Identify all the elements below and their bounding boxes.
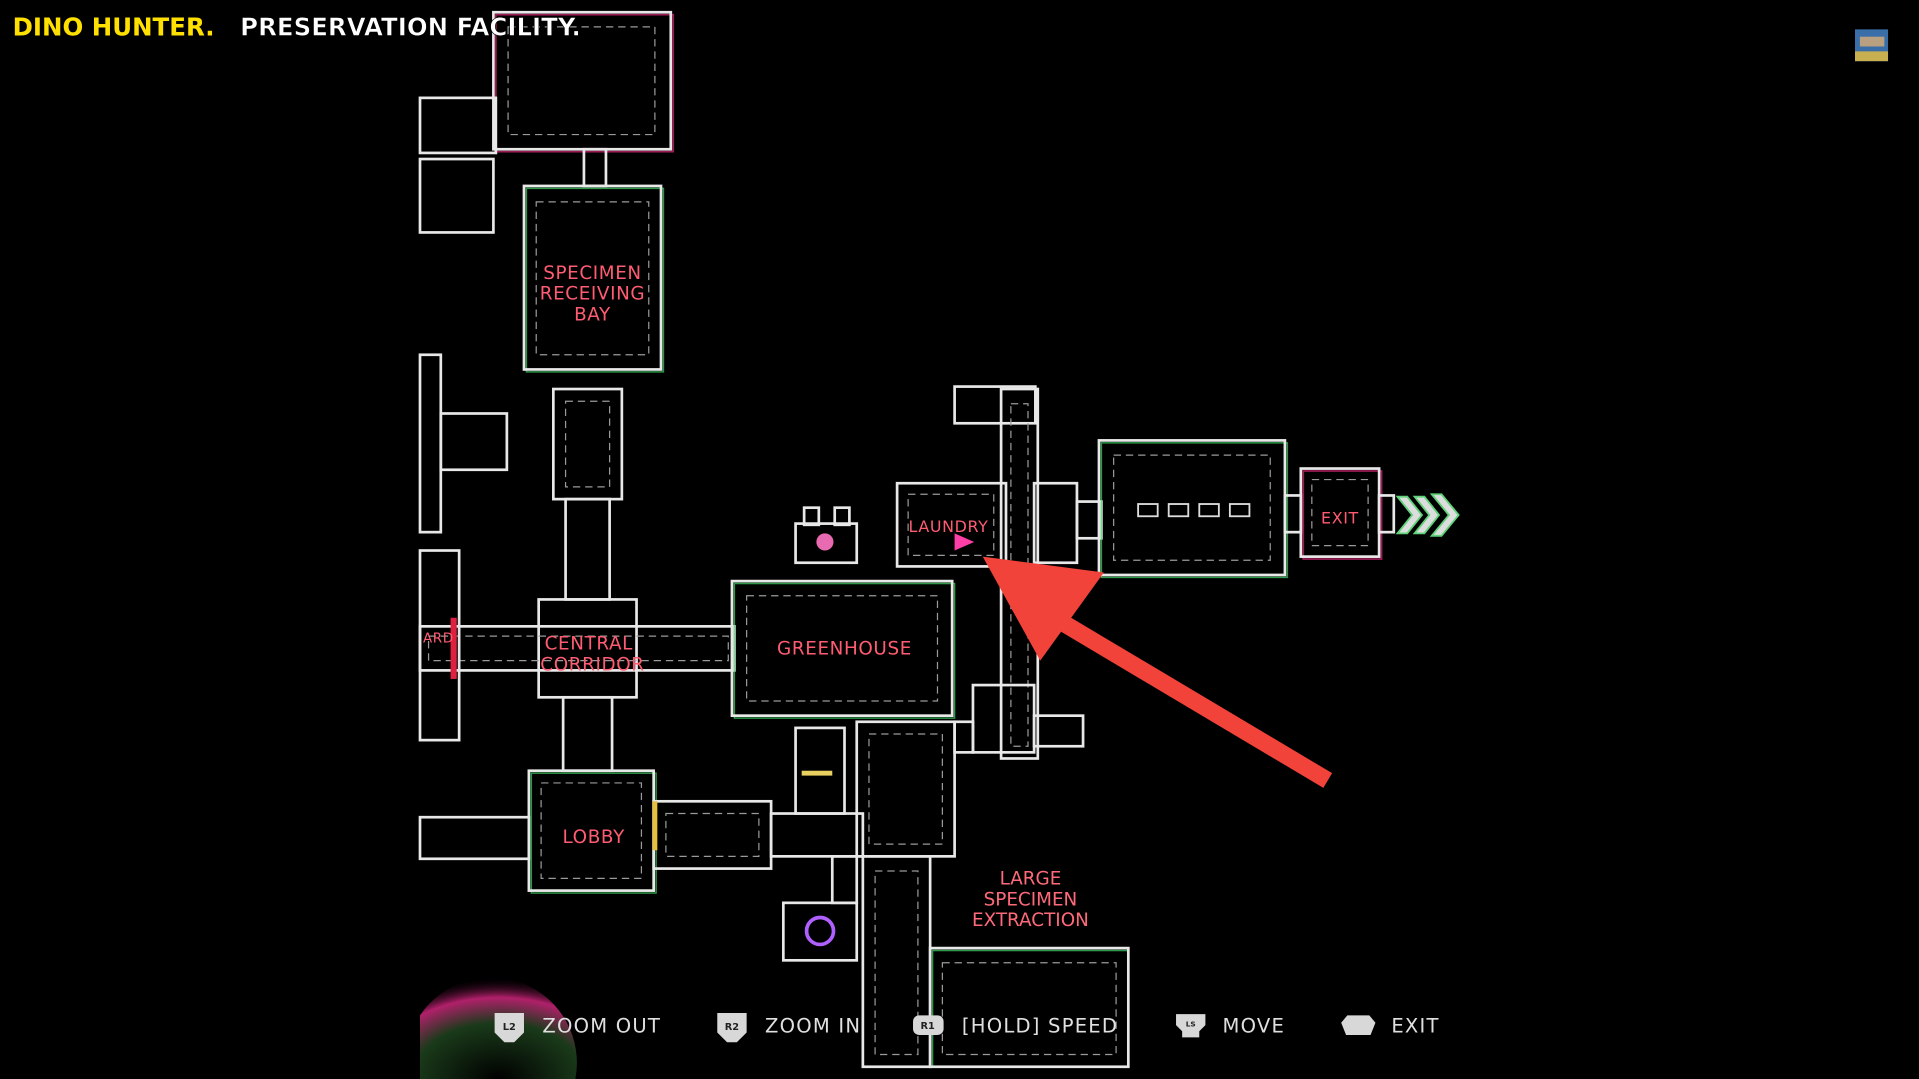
label-specimen-receiving-bay-2: RECEIVING xyxy=(540,284,646,305)
ls-stick-icon xyxy=(1176,1014,1206,1038)
map-rooms xyxy=(418,10,1460,1069)
room-east-hall xyxy=(1097,439,1303,579)
svg-text:L2: L2 xyxy=(503,1022,516,1033)
label-central-corridor-2: CORRIDOR xyxy=(540,654,644,675)
title-game: DINO HUNTER. xyxy=(13,12,215,41)
svg-text:LS: LS xyxy=(1186,1019,1196,1028)
control-label: EXIT xyxy=(1391,1015,1439,1038)
control-zoom-out[interactable]: L2 ZOOM OUT xyxy=(494,1012,661,1043)
label-central-corridor-1: CENTRAL xyxy=(545,634,634,655)
room-exit xyxy=(1299,467,1396,560)
label-large-specimen-extraction-1: LARGE xyxy=(1000,868,1062,889)
svg-text:R1: R1 xyxy=(921,1021,936,1032)
label-left-partial: ARD xyxy=(423,631,454,646)
label-exit: EXIT xyxy=(1321,509,1359,528)
label-large-specimen-extraction-3: EXTRACTION xyxy=(972,910,1089,931)
thumbnail-icon xyxy=(1854,29,1889,62)
room-labels: SPECIMEN RECEIVING BAY CENTRAL CORRIDOR … xyxy=(423,263,1359,931)
label-laundry: LAUNDRY xyxy=(909,517,989,536)
label-greenhouse: GREENHOUSE xyxy=(777,638,912,659)
control-speed[interactable]: R1 [HOLD] SPEED xyxy=(913,1015,1118,1038)
exit-chevron-icon xyxy=(1395,493,1460,537)
label-lobby: LOBBY xyxy=(562,827,625,848)
control-label: ZOOM IN xyxy=(765,1015,861,1038)
control-label: ZOOM OUT xyxy=(542,1015,661,1038)
label-specimen-receiving-bay-3: BAY xyxy=(574,305,611,326)
exit-button-icon xyxy=(1341,1015,1376,1035)
label-specimen-receiving-bay-1: SPECIMEN xyxy=(543,263,642,284)
control-label: [HOLD] SPEED xyxy=(962,1015,1118,1038)
room-top xyxy=(418,10,675,188)
room-large-specimen-extraction xyxy=(861,855,1130,1069)
label-large-specimen-extraction-2: SPECIMEN xyxy=(984,889,1078,910)
control-move[interactable]: LS MOVE xyxy=(1176,1014,1286,1038)
room-greenhouse xyxy=(730,579,956,719)
red-arrow-annotation xyxy=(982,556,1333,788)
control-label: MOVE xyxy=(1223,1015,1286,1038)
room-south-complex xyxy=(781,683,1085,962)
control-zoom-in[interactable]: R2 ZOOM IN xyxy=(717,1012,861,1043)
r1-button-icon xyxy=(913,1015,944,1035)
title: DINO HUNTER. PRESERVATION FACILITY. xyxy=(13,12,581,42)
control-exit[interactable]: EXIT xyxy=(1341,1015,1440,1038)
controls-bar: L2 ZOOM OUT R2 ZOOM IN R1 [HOLD] SPEED L… xyxy=(494,1012,1440,1043)
l2-button-icon xyxy=(494,1012,524,1043)
room-small-pink xyxy=(794,506,859,565)
title-location: PRESERVATION FACILITY. xyxy=(240,12,581,41)
corridor-north xyxy=(418,353,624,601)
r2-button-icon xyxy=(717,1012,747,1043)
player-marker-icon xyxy=(954,533,975,551)
svg-text:R2: R2 xyxy=(725,1022,739,1033)
